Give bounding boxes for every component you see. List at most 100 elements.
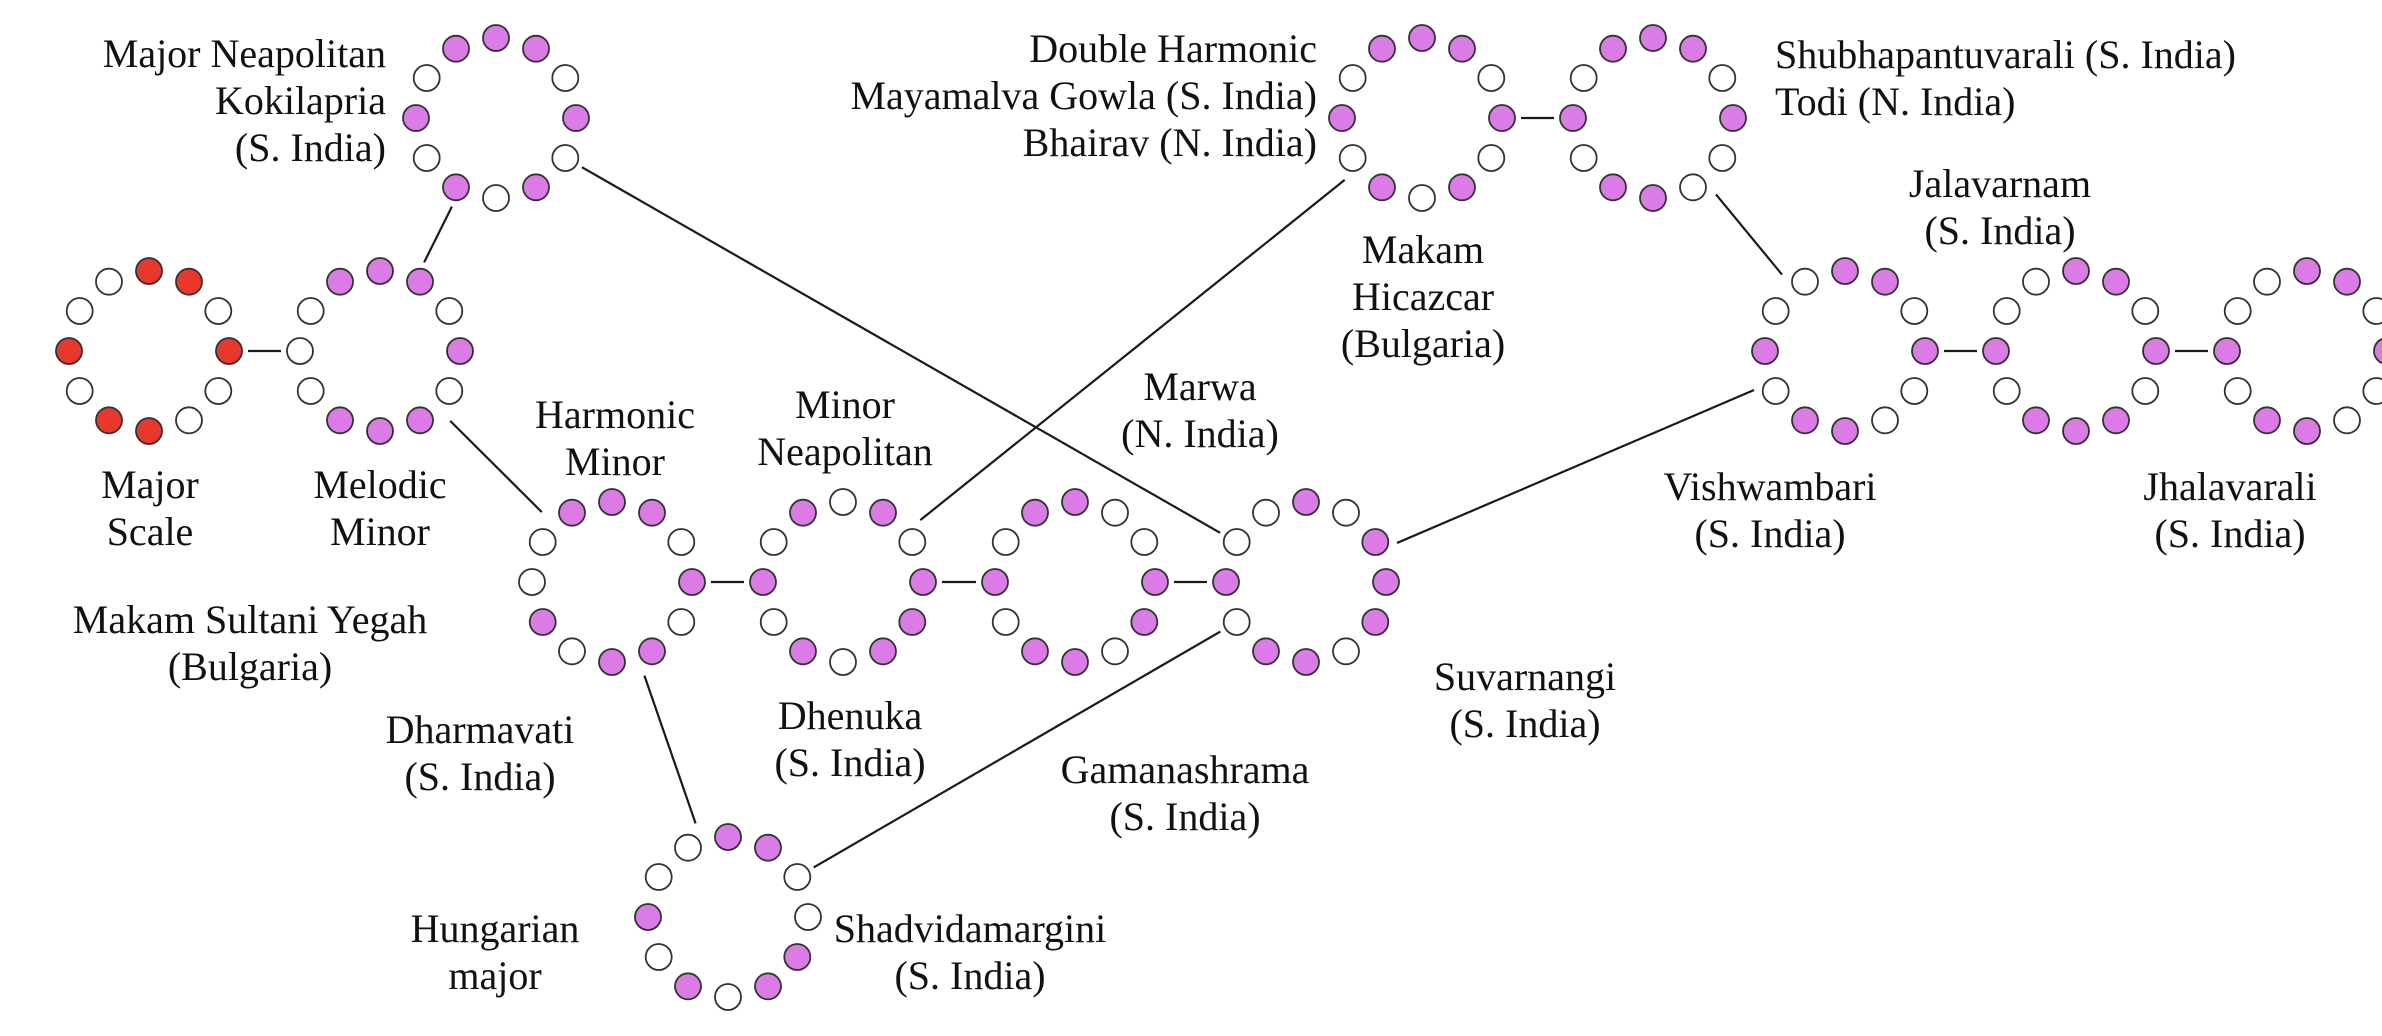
note-dot [1871,406,1899,435]
ring-harmonic-minor [518,488,706,676]
note-dot [562,104,590,132]
note-dot [2333,406,2361,435]
note-dot [1992,297,2021,325]
note-dot [1708,144,1737,172]
edge-harmonic_minor-hungarian_major [643,675,697,824]
note-dot [204,377,233,405]
note-dot [1361,528,1390,556]
note-dot [1911,337,1939,365]
note-dot [644,943,673,971]
note-dot [789,498,817,527]
note-dot [65,297,94,325]
note-dot [714,823,742,851]
note-dot [1761,377,1790,405]
note-dot [1992,377,2021,405]
note-dot [829,488,857,516]
note-dot [2213,337,2241,365]
note-dot [1101,498,1129,527]
note-dot [1101,637,1129,666]
note-dot [1061,488,1089,516]
note-dot [65,377,94,405]
label-melodic-minor: Melodic Minor [313,462,447,554]
note-dot [981,568,1009,596]
note-dot [2102,267,2130,296]
note-dot [898,528,927,556]
note-dot [175,267,203,296]
edge-todi-vishwambari [1715,193,1783,276]
ring-hungarian-major [634,823,822,1011]
note-dot [1599,173,1627,202]
note-dot [286,337,314,365]
note-dot [558,498,586,527]
note-dot [1141,568,1169,596]
note-dot [1448,173,1476,202]
note-dot [482,184,510,212]
ring-melodic-minor [286,257,474,445]
note-dot [1488,104,1516,132]
note-dot [1338,64,1367,92]
note-dot [1900,377,1929,405]
note-dot [135,257,163,285]
note-dot [598,648,626,676]
note-dot [869,498,897,527]
note-dot [674,833,702,862]
ring-major-scale [55,257,243,445]
label-gamanashrama: Gamanashrama (S. India) [1060,747,1310,839]
note-dot [558,637,586,666]
note-dot [175,406,203,435]
note-dot [1719,104,1747,132]
label-shadvidamargini: Shadvidamargini (S. India) [833,906,1107,998]
note-dot [2223,377,2252,405]
edge-hungarian_major-suvarnangi [813,630,1221,869]
note-dot [1252,498,1280,527]
note-dot [442,173,470,202]
note-dot [204,297,233,325]
note-dot [1130,608,1159,636]
note-dot [1791,267,1819,296]
edge-suvarnangi-vishwambari [1396,388,1755,545]
note-dot [1679,34,1707,63]
note-dot [1831,417,1859,445]
label-shubhapantuvarali: Shubhapantuvarali (S. India) Todi (N. In… [1775,32,2236,124]
label-dhenuka: Dhenuka (S. India) [774,693,926,785]
label-vishwambari: Vishwambari (S. India) [1663,464,1877,556]
note-dot [95,406,123,435]
label-makam-sultani-yegah: Makam Sultani Yegah (Bulgaria) [72,597,428,689]
label-makam-hicazcar: Makam Hicazcar (Bulgaria) [1340,227,1506,366]
note-dot [1372,568,1400,596]
ring-vishwambari [1751,257,1939,445]
note-dot [412,144,441,172]
label-harmonic-minor: Harmonic Minor [535,392,695,484]
note-dot [2223,297,2252,325]
note-dot [2362,297,2382,325]
note-dot [551,64,580,92]
note-dot [1448,34,1476,63]
note-dot [991,608,1020,636]
note-dot [1222,528,1251,556]
note-dot [749,568,777,596]
note-dot [759,528,788,556]
note-dot [1761,297,1790,325]
note-dot [1332,637,1360,666]
label-marwa: Marwa (N. India) [1121,364,1279,456]
note-dot [528,608,557,636]
note-dot [446,337,474,365]
note-dot [667,608,696,636]
note-dot [1477,144,1506,172]
label-minor-neapolitan: Minor Neapolitan [757,382,933,474]
note-dot [674,972,702,1001]
note-dot [1679,173,1707,202]
label-double-harmonic: Double Harmonic Mayamalva Gowla (S. Indi… [850,26,1317,165]
note-dot [412,64,441,92]
note-dot [326,267,354,296]
note-dot [634,903,662,931]
note-dot [2131,297,2160,325]
ring-jalavarnam [1982,257,2170,445]
note-dot [1900,297,1929,325]
note-dot [1252,637,1280,666]
note-dot [1332,498,1360,527]
note-dot [898,608,927,636]
note-dot [1408,24,1436,52]
note-dot [2362,377,2382,405]
